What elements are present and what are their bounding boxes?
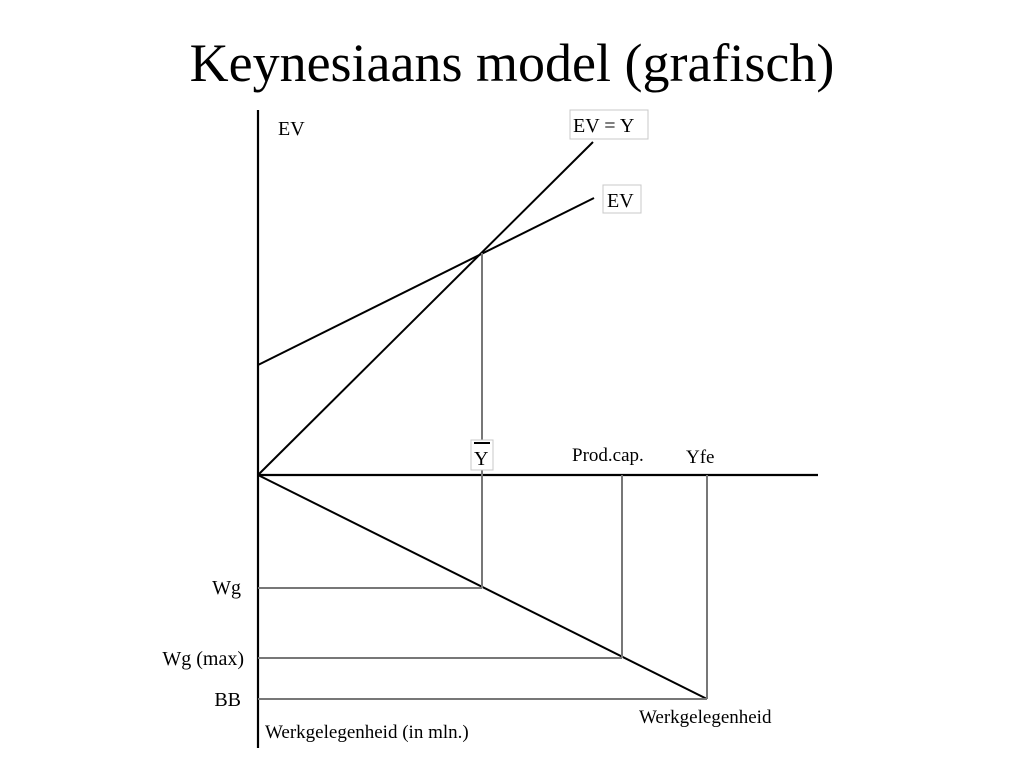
bb-label: BB — [214, 689, 241, 711]
yfe-label: Yfe — [686, 447, 714, 468]
y-bar-label: Y — [474, 448, 488, 470]
ev-eq-y-line — [257, 141, 594, 476]
wg-label: Wg — [212, 577, 241, 599]
prod-cap-label: Prod.cap. — [572, 445, 644, 466]
slide-title: Keynesiaans model (grafisch) — [189, 33, 835, 93]
ev-axis-label: EV — [278, 118, 305, 140]
ev-eq-y-label: EV = Y — [573, 115, 634, 137]
ev-line — [257, 197, 595, 366]
wg-max-label: Wg (max) — [162, 648, 244, 670]
werkgelegenheid-line-label: Werkgelegenheid — [639, 707, 772, 728]
ev-eq-y-label-box — [569, 109, 649, 140]
y-bar-label-box — [470, 439, 494, 471]
werkgelegenheid-axis-label: Werkgelegenheid (in mln.) — [265, 722, 469, 743]
ev-line-label: EV — [607, 190, 634, 212]
ev-label-box — [602, 184, 642, 214]
